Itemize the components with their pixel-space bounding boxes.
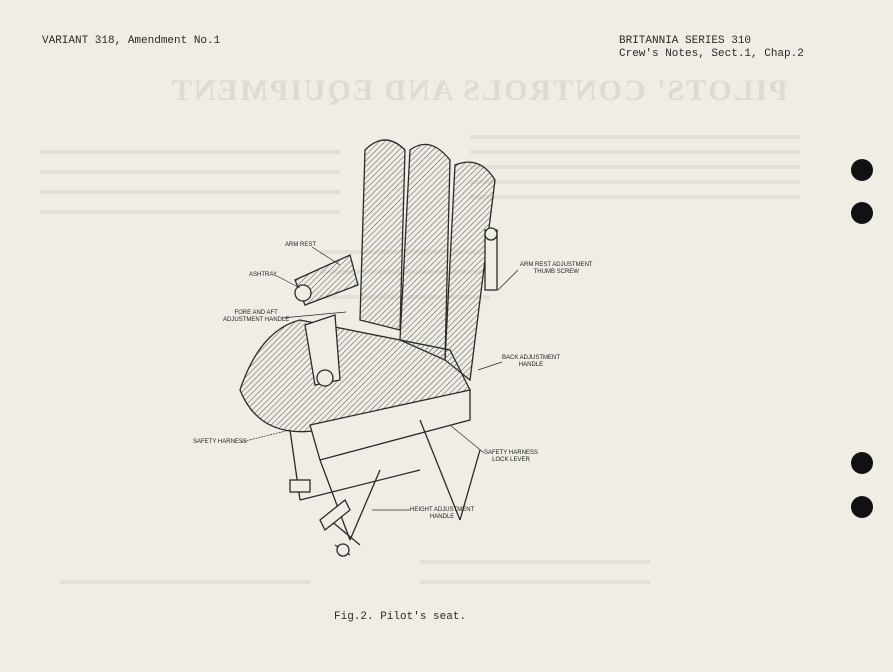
label-arm-rest-thumb-screw: ARM REST ADJUSTMENT THUMB SCREW (520, 262, 593, 275)
label-arm-rest: ARM REST (285, 242, 317, 248)
header-section: Crew's Notes, Sect.1, Chap.2 (619, 48, 804, 60)
header-series: BRITANNIA SERIES 310 (619, 35, 752, 47)
label-ashtray: ASHTRAY (249, 272, 277, 278)
punch-hole (851, 496, 873, 518)
punch-hole (851, 202, 873, 224)
label-height-adjustment-handle: HEIGHT ADJUSTMENT HANDLE (410, 507, 475, 520)
figure-caption: Fig.2. Pilot's seat. (334, 611, 467, 623)
header-variant: VARIANT 318, Amendment No.1 (42, 35, 221, 47)
punch-hole (851, 159, 873, 181)
label-safety-harness: SAFETY HARNESS (193, 439, 247, 445)
punch-hole (851, 452, 873, 474)
label-harness-lock-lever: SAFETY HARNESS LOCK LEVER (484, 450, 538, 463)
label-back-adjustment-handle: BACK ADJUSTMENT HANDLE (502, 355, 561, 368)
label-fore-aft-handle: FORE AND AFT ADJUSTMENT HANDLE (223, 310, 290, 323)
